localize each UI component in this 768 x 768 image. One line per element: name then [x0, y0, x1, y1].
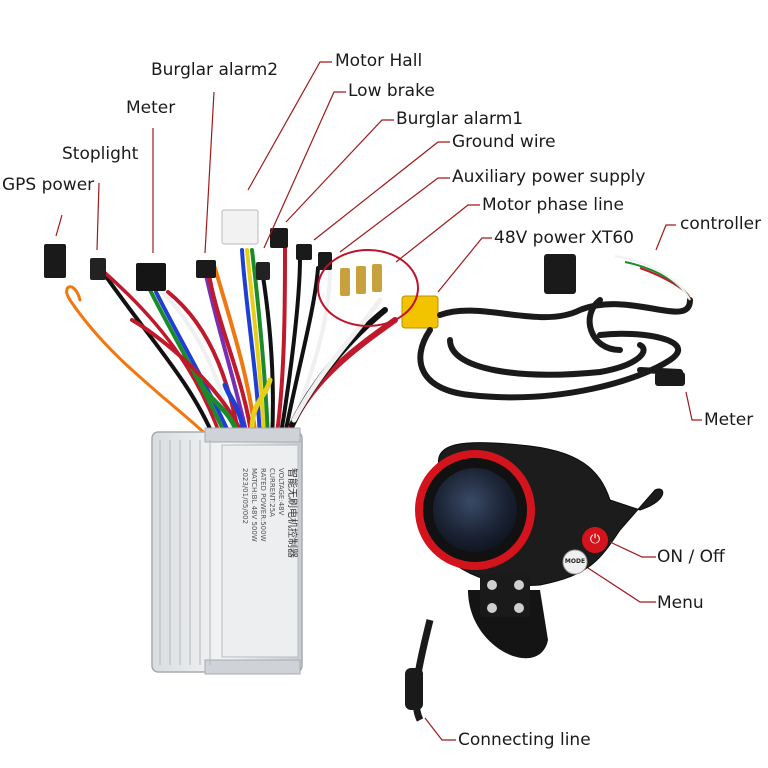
- label-stoplight: Stoplight: [62, 144, 139, 164]
- leader-ground-wire: [313, 141, 450, 241]
- label-connecting-line: Connecting line: [458, 730, 591, 750]
- label-gps-power: GPS power: [2, 175, 95, 195]
- connecting-plug: [405, 668, 423, 710]
- label-power-xt60: 48V power XT60: [494, 228, 634, 248]
- leader-connecting-line: [424, 717, 456, 741]
- connector-plugs: [44, 209, 576, 329]
- label-auxiliary-power: Auxiliary power supply: [452, 167, 646, 187]
- controller-spec-line: MATCH:BL 48V 500W: [250, 468, 258, 542]
- leader-stoplight: [96, 182, 100, 251]
- label-meter-top: Meter: [126, 98, 176, 118]
- burglar-alarm1-connector: [270, 228, 288, 248]
- phase-bullet-2: [356, 266, 366, 294]
- controller-wire-bundle: [65, 246, 398, 443]
- controller-serial: 2023/01/05/002: [241, 468, 249, 525]
- label-burglar-alarm1: Burglar alarm1: [396, 109, 524, 129]
- phase-bullet-1: [340, 268, 350, 296]
- controller-spec-line: RATED POWER:500W: [259, 468, 267, 542]
- low-brake-connector: [256, 262, 270, 280]
- leader-xt60: [437, 237, 492, 293]
- controller-leads: [614, 255, 691, 301]
- leader-burglar-alarm2: [204, 91, 215, 254]
- controller-chinese-title: 智能无刷电机控制器: [286, 468, 297, 558]
- meter-connector: [136, 263, 166, 291]
- motor-hall-connector: [221, 209, 259, 245]
- power-button-bg: [582, 527, 608, 553]
- leader-low-brake: [263, 91, 346, 249]
- stoplight-connector: [90, 258, 106, 280]
- label-low-brake: Low brake: [348, 81, 435, 101]
- leader-burglar-alarm1: [285, 119, 394, 223]
- label-controller: controller: [680, 214, 762, 234]
- phase-line-highlight: [317, 249, 419, 327]
- leader-lines: [55, 61, 702, 741]
- label-ground-wire: Ground wire: [452, 132, 556, 152]
- leader-motor-phase: [395, 204, 480, 263]
- leader-gps-power: [55, 214, 63, 237]
- leader-on-off: [609, 541, 656, 558]
- label-burglar-alarm2: Burglar alarm2: [151, 60, 279, 80]
- label-menu: Menu: [657, 593, 704, 613]
- loose-connector: [544, 254, 576, 294]
- controller-box: [151, 427, 303, 675]
- label-on-off: ON / Off: [657, 547, 725, 567]
- burglar-alarm2-connector: [196, 260, 216, 278]
- label-motor-hall: Motor Hall: [335, 51, 423, 71]
- gps-power-connector: [44, 244, 66, 278]
- meter-plug: [655, 372, 685, 386]
- xt60-connector: [401, 295, 439, 329]
- mode-button[interactable]: MODE: [564, 558, 586, 565]
- leader-meter-right: [685, 391, 702, 421]
- mode-button-bg: [562, 549, 588, 575]
- display-throttle-unit: [405, 442, 664, 722]
- ground-wire-connector: [296, 244, 312, 260]
- leader-controller: [655, 224, 676, 251]
- controller-sticker: 智能无刷电机控制器 VOLTAGE:48V CURRENT:25A RATED …: [241, 468, 298, 668]
- leader-aux-power: [339, 177, 450, 253]
- leader-motor-hall: [247, 61, 332, 191]
- controller-spec-line: VOLTAGE:48V: [277, 468, 285, 516]
- phase-bullet-3: [372, 264, 382, 292]
- label-meter-right: Meter: [704, 410, 754, 430]
- leader-menu: [587, 567, 656, 603]
- controller-spec-line: CURRENT:25A: [268, 468, 276, 517]
- power-icon[interactable]: ⏻: [589, 532, 601, 547]
- label-motor-phase: Motor phase line: [482, 195, 624, 215]
- controller-cable: [417, 297, 693, 401]
